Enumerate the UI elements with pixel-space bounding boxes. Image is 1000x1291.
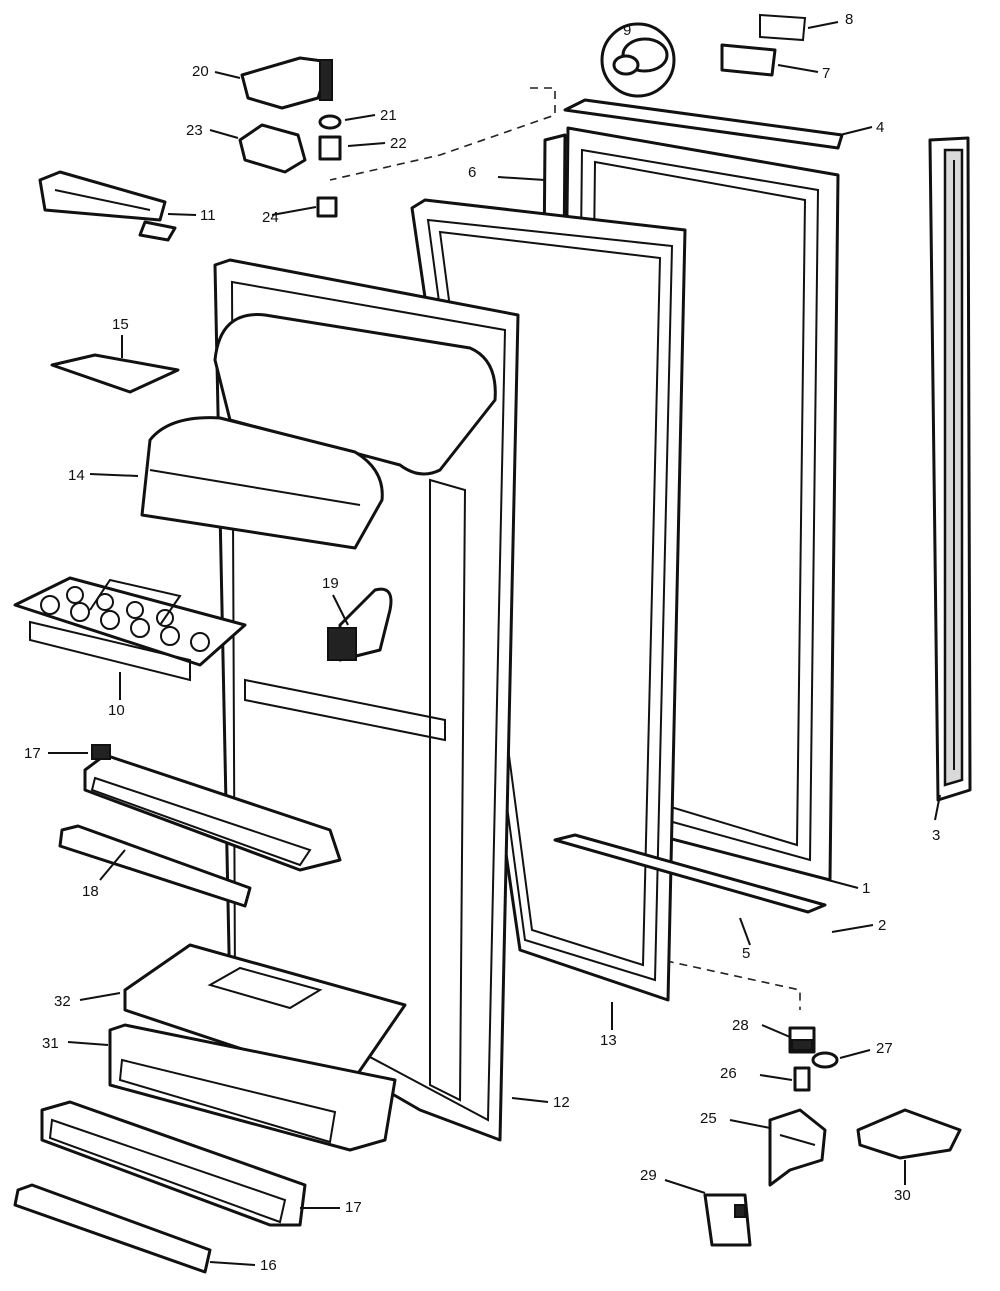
part-32-dairy-lid [123,943,407,1087]
callout-29: 29 [640,1167,657,1184]
wire-route-dashed [329,87,556,181]
callout-21: 21 [380,107,397,124]
callout-9: 9 [623,22,631,39]
callout-22: 22 [390,135,407,152]
part-15-small-shelf [50,353,180,394]
callout-1: 1 [862,880,870,897]
part-20-top-hinge [240,56,333,110]
callout-8: 8 [845,11,853,28]
callout-27: 27 [876,1040,893,1057]
callout-labels: 1 2 3 4 5 6 7 8 9 10 11 12 13 14 15 16 1… [24,11,940,1274]
leader-lines [48,21,941,1266]
part-5-bottom-cap [553,833,827,914]
callout-26: 26 [720,1065,737,1082]
part-7-bezel [720,43,777,77]
part-26-pin [793,1066,811,1092]
callout-18: 18 [82,883,99,900]
callout-17-upper: 17 [24,745,41,762]
callout-30: 30 [894,1187,911,1204]
part-28-bushing [788,1026,816,1054]
callout-17-lower: 17 [345,1199,362,1216]
part-9-control-knob [600,22,676,98]
callout-19: 19 [322,575,339,592]
callout-4: 4 [876,119,884,136]
part-29-hinge-bracket [703,1193,752,1247]
callout-13: 13 [600,1032,617,1049]
part-18-shelf-trim [58,824,252,908]
callout-10: 10 [108,702,125,719]
part-11-hinge-cover [38,170,177,242]
part-16-shelf-trim [13,1183,212,1274]
part-14-butter-door [140,416,384,550]
callout-12: 12 [553,1094,570,1111]
part-17-upper-door-shelf [83,744,342,872]
callout-2: 2 [878,917,886,934]
part-3-side-trim [928,136,972,802]
part-22-bushing [318,135,342,161]
callout-32: 32 [54,993,71,1010]
callout-11: 11 [200,207,216,224]
part-23-hinge-plate [238,123,307,174]
callout-20: 20 [192,63,209,80]
callout-25: 25 [700,1110,717,1127]
part-30-hinge-plate [856,1108,962,1160]
callout-28: 28 [732,1017,749,1034]
callout-31: 31 [42,1035,59,1052]
part-31-dairy-bin [108,1023,397,1152]
callout-16: 16 [260,1257,277,1274]
part-8-label [759,13,807,42]
callout-14: 14 [68,467,85,484]
part-17-lower-door-shelf [40,1100,307,1227]
callout-7: 7 [822,65,830,82]
part-21-washer [318,114,342,130]
callout-5: 5 [742,945,750,962]
callout-23: 23 [186,122,203,139]
part-10-egg-tray [13,576,247,682]
callout-6: 6 [468,164,476,181]
part-24-cap [316,196,338,218]
callout-24: 24 [262,209,279,226]
part-25-bottom-hinge [768,1108,827,1187]
part-19-bracket [327,587,393,662]
callout-15: 15 [112,316,129,333]
part-27-washer [811,1051,839,1069]
callout-3: 3 [932,827,940,844]
